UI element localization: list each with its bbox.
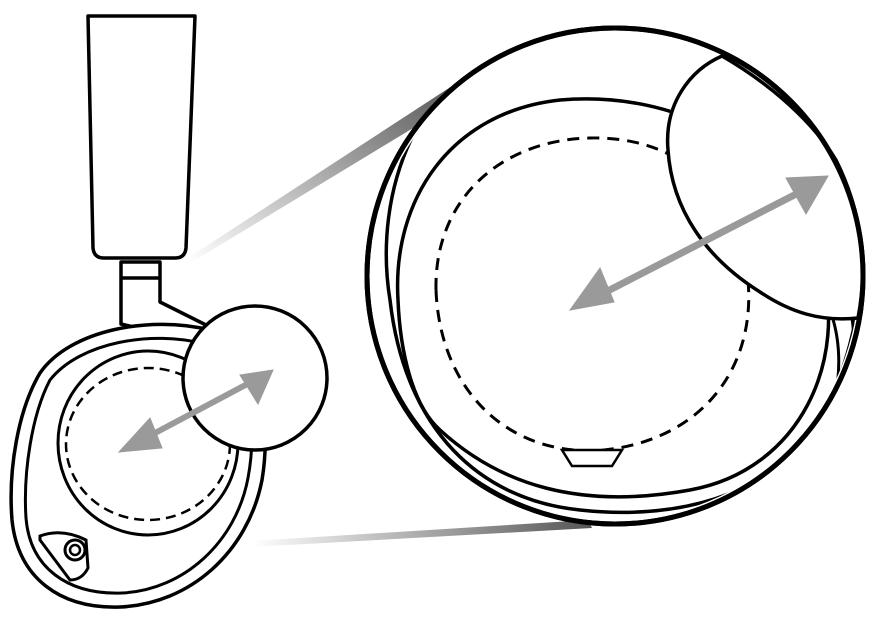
port-inner (68, 543, 82, 557)
zoom-connector-top (188, 86, 466, 262)
zoom-connector-bottom (252, 520, 592, 547)
headband-upper-sleeve (86, 14, 197, 260)
double-arrow-icon (568, 175, 829, 311)
magnified-outer-ring-edge (364, 25, 866, 527)
headband (86, 14, 210, 342)
zoom-connectors (188, 86, 592, 547)
magnified-cushion (395, 97, 831, 499)
double-arrow-icon (117, 369, 274, 453)
magnified-detail (364, 25, 866, 527)
magnified-notch (559, 448, 625, 468)
